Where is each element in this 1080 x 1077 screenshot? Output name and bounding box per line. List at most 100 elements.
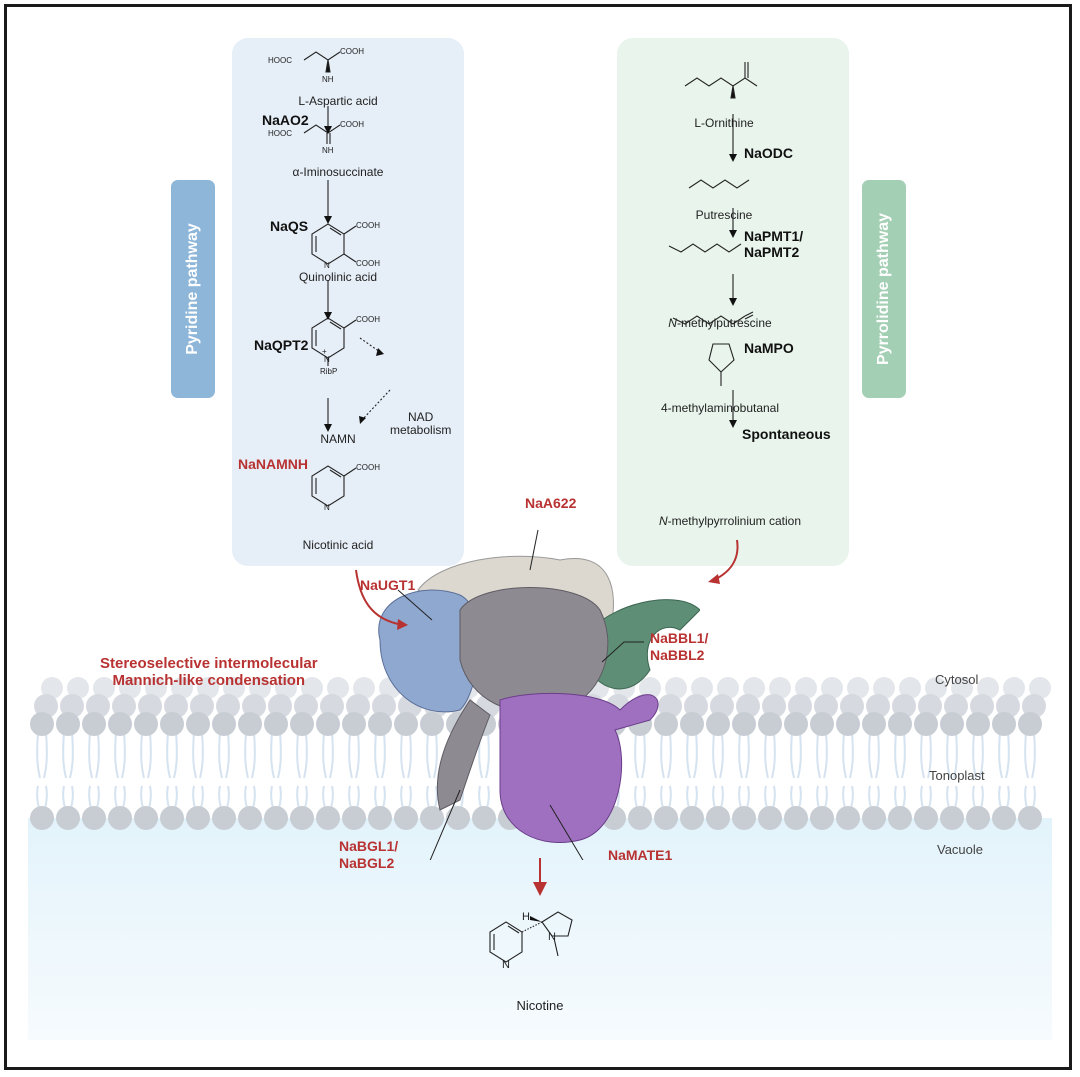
lipid-head-back: [67, 677, 89, 699]
lipid-head-mid: [268, 694, 292, 718]
protein-core: [459, 587, 609, 714]
nabbl2-label: NaBBL2: [650, 647, 705, 663]
cytosol-label: Cytosol: [935, 672, 979, 687]
lipid-tail-upper: [270, 731, 282, 779]
protein-nabgl1: [436, 699, 491, 811]
lipid-head-back: [717, 677, 739, 699]
lipid-head-bottom: [836, 806, 860, 830]
svg-text:COOH: COOH: [340, 47, 364, 56]
svg-text:COOH: COOH: [340, 120, 364, 129]
lipid-head-top: [706, 712, 730, 736]
lipid-head-top: [914, 712, 938, 736]
svg-text:COOH: COOH: [356, 315, 380, 324]
protein-nabbl1: [589, 599, 700, 690]
svg-text:COOH: COOH: [356, 221, 380, 230]
lipid-head-mid: [320, 694, 344, 718]
enzyme-napmt1: NaPMT1/ NaPMT2: [744, 228, 803, 260]
lipid-tail-upper: [36, 731, 48, 779]
lipid-head-mid: [996, 694, 1020, 718]
lipid-head-back: [847, 677, 869, 699]
lipid-head-mid: [866, 694, 890, 718]
lipid-head-top: [82, 712, 106, 736]
lipid-head-top: [316, 712, 340, 736]
lipid-tail-upper: [400, 731, 412, 779]
lipid-head-top: [810, 712, 834, 736]
compound-iminosuccinate: α-Iminosuccinate: [292, 165, 384, 179]
lipid-head-top: [758, 712, 782, 736]
lipid-head-bottom: [160, 806, 184, 830]
nicotinic-acid-arrow: [355, 569, 399, 625]
lipid-head-mid: [1022, 694, 1046, 718]
label-naa622: NaA622: [525, 495, 577, 511]
iminosuccinate-backbone: [303, 124, 341, 134]
lipid-head-bottom: [446, 806, 470, 830]
lipid-head-top: [290, 712, 314, 736]
pyridine-pathway-tag: Pyridine pathway: [171, 180, 215, 398]
lipid-tail-upper: [88, 731, 100, 779]
lipid-head-back: [41, 677, 63, 699]
lipid-head-mid: [112, 694, 136, 718]
lipid-head-bottom: [940, 806, 964, 830]
enzyme-nanamnh: NaNAMNH: [238, 456, 308, 472]
svg-text:COOH: COOH: [356, 463, 380, 472]
enzyme-naqpt2: NaQPT2: [254, 337, 309, 353]
lipid-head-back: [691, 677, 713, 699]
nabbl1-label: NaBBL1/: [650, 630, 709, 646]
lipid-head-bottom: [186, 806, 210, 830]
lipid-head-bottom: [654, 806, 678, 830]
lipid-head-mid: [372, 694, 396, 718]
lipid-head-mid: [918, 694, 942, 718]
lipid-head-bottom: [706, 806, 730, 830]
lipid-head-back: [327, 677, 349, 699]
lipid-head-back: [197, 677, 219, 699]
reaction-line-1: Stereoselective intermolecular: [100, 655, 318, 672]
lipid-head-bottom: [472, 806, 496, 830]
lipid-head-bottom: [290, 806, 314, 830]
lipid-head-mid: [762, 694, 786, 718]
italic-n: N: [658, 514, 668, 528]
lipid-tail-upper: [1024, 731, 1036, 779]
lipid-head-bottom: [30, 806, 54, 830]
lipid-head-top: [940, 712, 964, 736]
lipid-head-bottom: [82, 806, 106, 830]
lipid-head-bottom: [888, 806, 912, 830]
lipid-head-top: [680, 712, 704, 736]
suffix: -methylpyrrolinium cation: [667, 514, 802, 528]
lipid-head-back: [353, 677, 375, 699]
lipid-tail-upper: [634, 731, 646, 779]
lipid-head-bottom: [108, 806, 132, 830]
vacuole-region: [28, 818, 1052, 1040]
suffix: -methylputrescine: [676, 316, 772, 330]
lipid-head-bottom: [680, 806, 704, 830]
svg-text:N: N: [502, 959, 510, 971]
lipid-head-bottom: [342, 806, 366, 830]
lipid-head-bottom: [732, 806, 756, 830]
lipid-head-back: [665, 677, 687, 699]
pyridine-panel: [232, 38, 464, 566]
lipid-head-back: [145, 677, 167, 699]
enzyme-naqs: NaQS: [270, 218, 309, 234]
svg-text:N: N: [324, 261, 330, 270]
lipid-tail-upper: [998, 731, 1010, 779]
lipid-head-bottom: [238, 806, 262, 830]
lipid-head-bottom: [862, 806, 886, 830]
lipid-tail-upper: [868, 731, 880, 779]
lipid-tail-upper: [972, 731, 984, 779]
lipid-head-mid: [710, 694, 734, 718]
lipid-head-top: [30, 712, 54, 736]
lipid-head-back: [275, 677, 297, 699]
lipid-head-bottom: [966, 806, 990, 830]
lipid-head-back: [249, 677, 271, 699]
lipid-head-bottom: [810, 806, 834, 830]
lipid-tail-upper: [426, 731, 438, 779]
lipid-head-mid: [294, 694, 318, 718]
lipid-head-top: [992, 712, 1016, 736]
product-nicotine: Nicotine: [516, 998, 564, 1013]
svg-text:HOOC: HOOC: [268, 56, 292, 65]
compound-n-methylputrescine: N-methylputrescine: [660, 316, 780, 330]
lipid-head-top: [264, 712, 288, 736]
lipid-head-mid: [684, 694, 708, 718]
label-nabbl: NaBBL1/ NaBBL2: [650, 630, 708, 664]
nabgl1-label: NaBGL1/: [339, 838, 399, 854]
